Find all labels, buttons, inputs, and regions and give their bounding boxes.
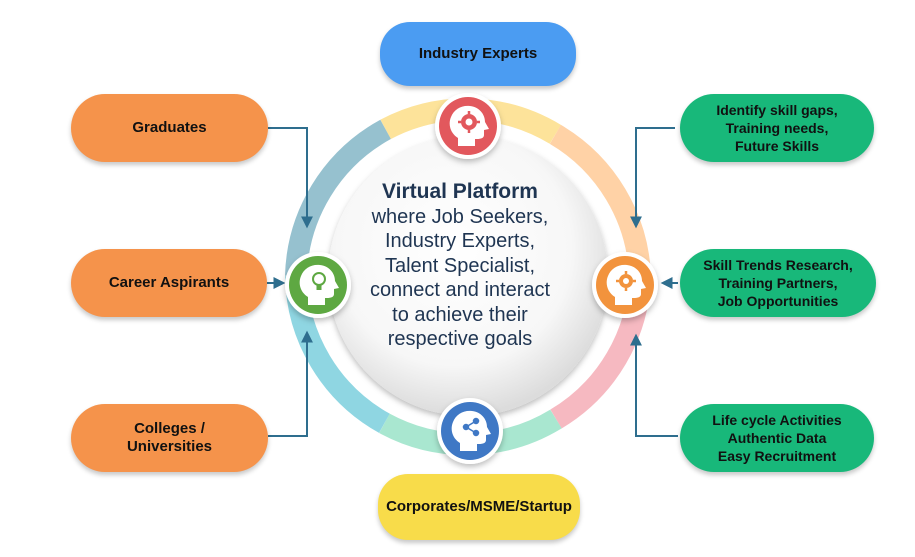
head-share-icon bbox=[451, 410, 491, 451]
skill-gaps-line1: Identify skill gaps, bbox=[716, 102, 838, 118]
connectors bbox=[267, 127, 678, 437]
center-body: where Job Seekers, Industry Experts, Tal… bbox=[369, 205, 551, 351]
center-disc bbox=[328, 136, 608, 416]
skill-trends-box: Skill Trends Research, Training Partners… bbox=[680, 249, 876, 317]
connector-graduates bbox=[268, 127, 313, 229]
icon-right bbox=[592, 252, 658, 318]
head-lightbulb-icon bbox=[299, 264, 339, 305]
ring-segment-top-left bbox=[285, 119, 392, 277]
center-description: Virtual Platform where Job Seekers, Indu… bbox=[340, 180, 580, 352]
industry-experts-box: Industry Experts bbox=[380, 22, 576, 86]
skill-trends-line2: Training Partners, bbox=[718, 275, 838, 291]
head-gear-icon bbox=[449, 105, 489, 146]
skill-gaps-line2: Training needs, bbox=[725, 120, 829, 136]
icon-top bbox=[435, 93, 501, 159]
career-aspirants-box: Career Aspirants bbox=[71, 249, 267, 317]
icon-left bbox=[285, 252, 351, 318]
connector-colleges bbox=[268, 330, 313, 437]
corporates-box: Corporates/MSME/Startup bbox=[378, 474, 580, 540]
skill-trends-line3: Job Opportunities bbox=[717, 293, 839, 309]
corporates-label: Corporates/MSME/Startup bbox=[386, 498, 572, 515]
graduates-label: Graduates bbox=[132, 119, 207, 136]
colleges-box: Colleges / Universities bbox=[71, 404, 268, 472]
lifecycle-box: Life cycle Activities Authentic Data Eas… bbox=[680, 404, 874, 472]
connector-lifecycle bbox=[630, 333, 678, 437]
icon-bottom bbox=[437, 398, 503, 464]
graduates-box: Graduates bbox=[71, 94, 268, 162]
lifecycle-line2: Authentic Data bbox=[727, 430, 827, 446]
colleges-label-line2: Universities bbox=[126, 438, 213, 455]
skill-gaps-line3: Future Skills bbox=[734, 138, 820, 154]
lifecycle-line1: Life cycle Activities bbox=[712, 412, 842, 428]
connector-skill-gaps bbox=[630, 127, 675, 229]
colleges-label-line1: Colleges / bbox=[134, 420, 205, 437]
skill-gaps-box: Identify skill gaps, Training needs, Fut… bbox=[680, 94, 874, 162]
skill-trends-line1: Skill Trends Research, bbox=[703, 257, 853, 273]
center-title: Virtual Platform bbox=[382, 180, 538, 203]
career-aspirants-label: Career Aspirants bbox=[108, 274, 230, 291]
head-gear-icon bbox=[606, 264, 646, 305]
lifecycle-line3: Easy Recruitment bbox=[717, 448, 837, 464]
industry-experts-label: Industry Experts bbox=[418, 45, 538, 62]
